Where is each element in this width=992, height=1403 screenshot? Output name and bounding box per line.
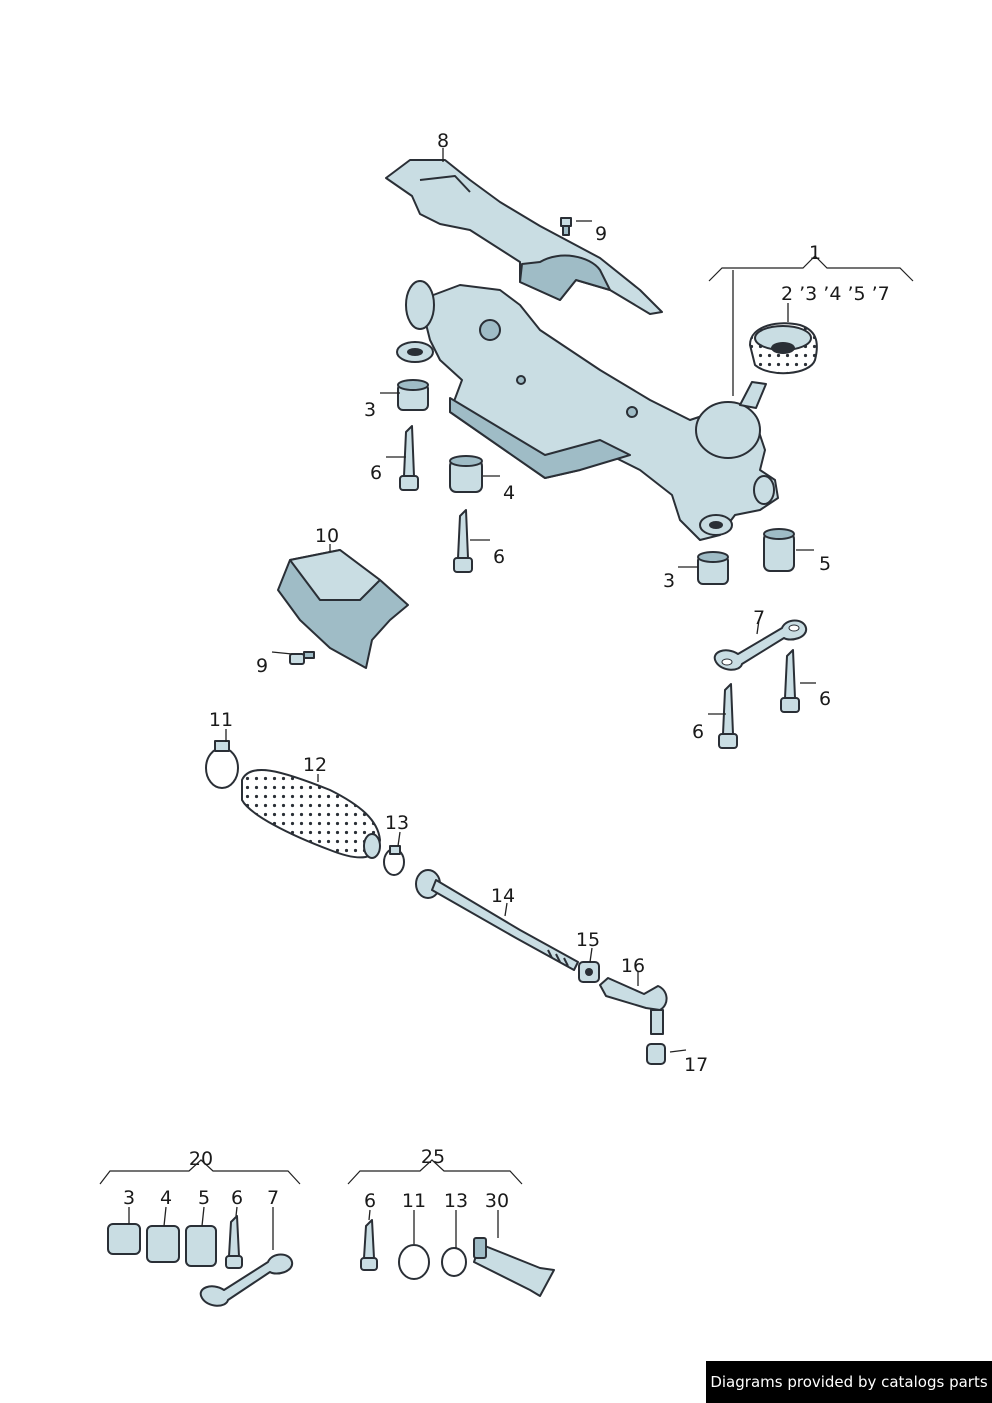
callout-6-c: 6	[819, 688, 832, 710]
kit-20-bushing-4	[146, 1225, 180, 1263]
callout-11: 11	[208, 709, 234, 731]
callout-9-upper: 9	[595, 223, 608, 245]
kit-25-clamp-11	[398, 1244, 430, 1280]
callout-1: 1	[808, 242, 822, 264]
bolt-6d	[718, 683, 738, 749]
bracket-1	[708, 255, 914, 282]
callout-25: 25	[420, 1146, 446, 1168]
clamp-13	[383, 845, 405, 876]
callout-25-30: 30	[484, 1190, 510, 1212]
callout-1-components: 2 ’3 ’4 ’5 ’7	[781, 283, 890, 305]
callout-15: 15	[575, 929, 601, 951]
callout-25-13: 13	[443, 1190, 469, 1212]
callout-17: 17	[684, 1054, 709, 1076]
bushing-3b	[697, 551, 729, 585]
bushing-4	[449, 455, 483, 493]
bolt-6a	[399, 425, 419, 491]
bolt-6b	[453, 509, 473, 573]
tie-rod-14	[415, 869, 579, 971]
callout-12: 12	[302, 754, 328, 776]
kit-25-bolt-6	[360, 1219, 378, 1271]
callout-3-upper: 3	[364, 399, 377, 421]
kit-20-plate-7	[199, 1253, 294, 1307]
kit-20-bushing-5	[185, 1225, 217, 1267]
callout-20: 20	[188, 1148, 214, 1170]
rubber-boot-12	[241, 769, 381, 859]
kit-25-clamp-13	[441, 1247, 467, 1277]
callout-8: 8	[436, 130, 450, 152]
callout-5: 5	[819, 553, 832, 575]
bushing-5	[763, 528, 795, 572]
heat-shield-upper	[385, 159, 663, 315]
callout-10: 10	[314, 525, 340, 547]
callout-4: 4	[503, 482, 516, 504]
callout-20-6: 6	[230, 1187, 244, 1209]
callout-25-11: 11	[401, 1190, 427, 1212]
callout-20-5: 5	[197, 1187, 211, 1209]
nut-15	[578, 961, 600, 983]
leader-lines	[128, 148, 816, 1250]
nut-17	[646, 1043, 666, 1065]
callout-20-3: 3	[122, 1187, 136, 1209]
callout-6-a: 6	[370, 462, 383, 484]
kit-20-bolt-6	[225, 1215, 243, 1269]
callout-20-7: 7	[266, 1187, 280, 1209]
callout-6-b: 6	[493, 546, 506, 568]
bracket-25	[347, 1159, 523, 1185]
callout-25-6: 6	[363, 1190, 377, 1212]
callout-13: 13	[384, 812, 410, 834]
callout-9-lower: 9	[256, 655, 269, 677]
bolt-9-upper	[560, 217, 572, 236]
link-plate-7	[713, 619, 808, 671]
callout-20-4: 4	[159, 1187, 173, 1209]
callout-3-lower: 3	[663, 570, 676, 592]
clamp-11	[205, 740, 239, 789]
credit-banner[interactable]: Diagrams provided by catalogs parts	[706, 1361, 992, 1403]
bolt-6c	[780, 649, 800, 713]
callout-7: 7	[752, 607, 766, 629]
bracket-20	[99, 1159, 301, 1185]
bolt-9-lower	[289, 651, 315, 665]
callout-6-d: 6	[692, 721, 705, 743]
kit-25-grease-tube-30	[473, 1237, 555, 1297]
bushing-3a	[397, 379, 429, 411]
mount-pad	[749, 322, 818, 375]
steering-rack	[396, 280, 779, 541]
tie-rod-end-16	[599, 977, 668, 1035]
kit-20-bushing-3	[107, 1223, 141, 1255]
callout-14: 14	[490, 885, 516, 907]
heat-shield-lower	[277, 549, 409, 669]
callout-16: 16	[620, 955, 646, 977]
